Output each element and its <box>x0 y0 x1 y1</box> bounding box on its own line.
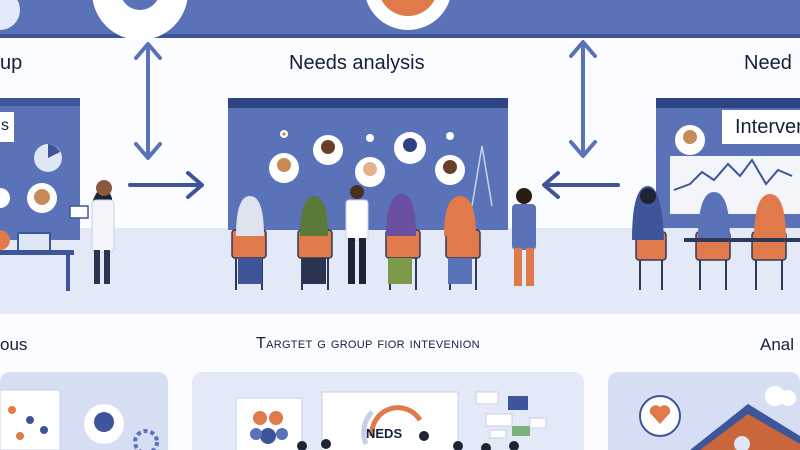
double-arrow-left-icon <box>134 42 162 160</box>
arrow-right-icon <box>128 171 204 199</box>
right-panel-sign-text: Interven <box>735 116 800 138</box>
header-avatar-left-inner <box>122 0 158 10</box>
header-avatar-left <box>92 0 188 40</box>
presenter-left <box>69 180 115 284</box>
bottom-card-left <box>0 372 168 450</box>
audience-center <box>236 194 476 284</box>
top-label-right: Need <box>744 52 792 74</box>
left-panel-sign-text: s <box>1 117 9 134</box>
double-arrow-right-icon <box>569 40 597 158</box>
center-chairs <box>231 229 481 259</box>
bottom-label-right: Anal <box>760 335 795 354</box>
laptop <box>17 232 51 252</box>
top-label-left: up <box>0 52 23 74</box>
bottom-screen-label: NEDS <box>366 426 403 441</box>
bottom-label-left: ous <box>0 335 28 354</box>
bottom-label-center: Targtet g group fior intevenion <box>256 335 480 352</box>
left-panel-sign <box>0 112 14 142</box>
right-panel <box>632 98 800 290</box>
center-panel <box>228 98 536 290</box>
bottom-card-center <box>192 372 584 450</box>
bottom-card-right <box>608 372 800 450</box>
participant-avatars <box>269 130 465 187</box>
trend-line <box>673 158 793 191</box>
right-panel-sign <box>722 110 800 144</box>
arrow-left-icon <box>542 171 620 199</box>
presenter-center <box>345 185 369 284</box>
standing-person-right <box>512 188 536 286</box>
top-label-center: Needs analysis <box>289 52 425 74</box>
gear-icon <box>133 429 159 450</box>
left-panel <box>0 98 115 291</box>
